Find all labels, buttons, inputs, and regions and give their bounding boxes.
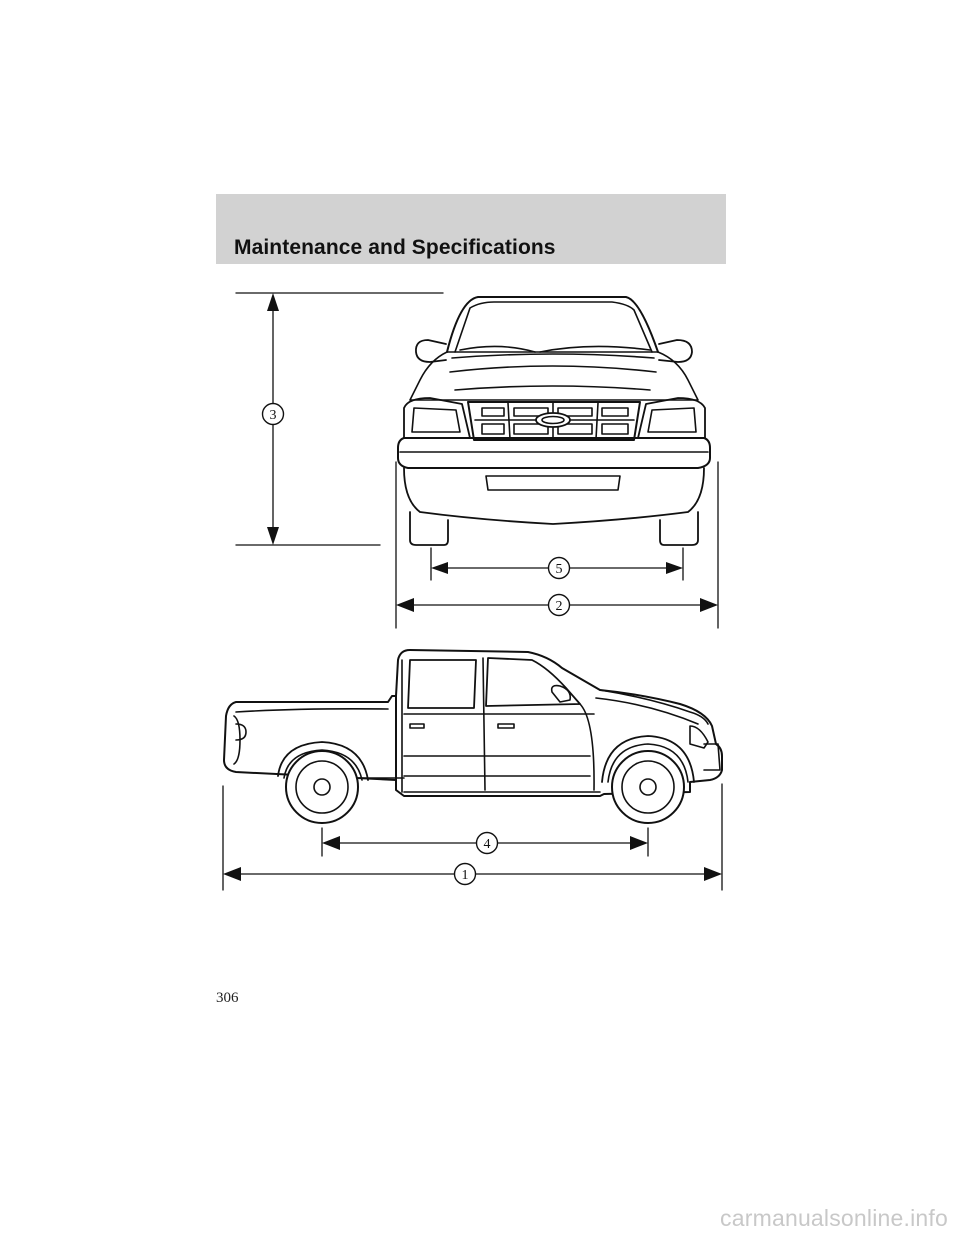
watermark-text: carmanualsonline.info bbox=[720, 1205, 948, 1231]
callout-1: 1 bbox=[453, 862, 477, 886]
side-dimension-lines bbox=[222, 783, 723, 891]
callout-3-label: 3 bbox=[270, 408, 277, 423]
front-dimension-lines bbox=[235, 292, 719, 629]
callout-2: 2 bbox=[547, 593, 571, 617]
rear-wheel bbox=[285, 750, 359, 824]
callout-5: 5 bbox=[547, 556, 571, 580]
page-number: 306 bbox=[216, 990, 239, 1006]
callout-5-label: 5 bbox=[556, 562, 563, 577]
front-view-truck bbox=[397, 296, 711, 546]
callout-1-label: 1 bbox=[462, 868, 469, 883]
callout-2-label: 2 bbox=[556, 599, 563, 614]
callout-4: 4 bbox=[475, 831, 499, 855]
callout-4-label: 4 bbox=[484, 837, 491, 852]
section-header-band: Maintenance and Specifications bbox=[216, 194, 726, 264]
front-wheel bbox=[611, 750, 685, 824]
callout-3: 3 bbox=[261, 402, 285, 426]
section-title: Maintenance and Specifications bbox=[234, 236, 556, 259]
